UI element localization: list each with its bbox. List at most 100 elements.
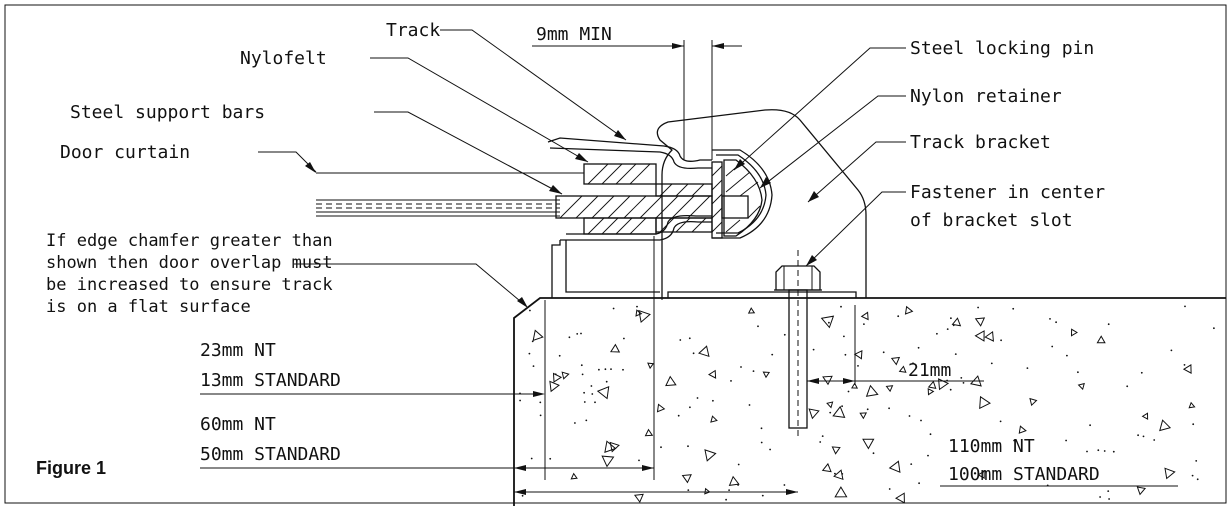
aggregate-stone — [644, 428, 654, 437]
aggregate-speck — [521, 494, 524, 497]
label-track-bracket: Track bracket — [910, 132, 1051, 153]
aggregate-stone — [851, 382, 859, 389]
aggregate-speck — [829, 411, 832, 414]
dim-edge-to-fastener: 21mm — [908, 360, 951, 381]
aggregate-speck — [783, 333, 786, 336]
aggregate-speck — [740, 366, 742, 368]
aggregate-speck — [1012, 307, 1015, 310]
aggregate-speck — [712, 399, 714, 402]
aggregate-speck — [843, 335, 845, 338]
dim-fastener-standard: 100mm STANDARD — [948, 464, 1100, 485]
aggregate-speck — [730, 380, 732, 382]
aggregate-speck — [1213, 327, 1215, 330]
aggregate-stone — [890, 356, 901, 366]
aggregate-speck — [1055, 321, 1057, 324]
aggregate-speck — [605, 380, 608, 383]
aggregate-speck — [610, 368, 612, 370]
aggregate-speck — [882, 351, 885, 354]
aggregate-stone — [596, 386, 610, 400]
aggregate-stone — [552, 372, 563, 383]
aggregate-stone — [865, 384, 879, 397]
aggregate-speck — [834, 472, 836, 475]
aggregate-speck — [660, 446, 662, 449]
aggregate-stone — [853, 349, 863, 360]
dim-track-nt: 60mm NT — [200, 414, 276, 435]
aggregate-speck — [847, 390, 850, 393]
aggregate-speck — [844, 353, 847, 356]
aggregate-stone — [862, 438, 875, 450]
aggregate-speck — [927, 454, 929, 457]
aggregate-speck — [952, 324, 955, 327]
aggregate-speck — [769, 448, 771, 451]
aggregate-stone — [647, 362, 655, 370]
aggregate-stone — [601, 455, 615, 468]
aggregate-stone — [728, 475, 740, 487]
aggregate-stone — [974, 330, 985, 342]
aggregate-speck — [1107, 323, 1110, 326]
aggregate-speck — [1153, 439, 1156, 441]
aggregate-speck — [1192, 423, 1195, 426]
fastener — [774, 250, 822, 440]
aggregate-speck — [999, 420, 1002, 423]
aggregate-stone — [808, 408, 820, 420]
nylon-retainer — [723, 159, 763, 237]
steel-locking-pin — [711, 161, 749, 239]
aggregate-stone — [834, 486, 848, 498]
aggregate-speck — [897, 315, 900, 318]
aggregate-speck — [840, 305, 842, 308]
chamfer-note-line1: If edge chamfer greater than — [46, 231, 333, 251]
aggregate-stone — [561, 371, 570, 380]
aggregate-speck — [917, 346, 920, 349]
aggregate-speck — [591, 393, 594, 395]
aggregate-stone — [1018, 425, 1027, 434]
aggregate-stone — [638, 309, 651, 324]
aggregate-speck — [819, 441, 822, 443]
aggregate-stone — [820, 315, 835, 329]
dim-overlap-nt: 23mm NT — [200, 340, 276, 361]
aggregate-speck — [638, 459, 640, 462]
aggregate-stone — [1096, 335, 1106, 344]
aggregate-speck — [1066, 354, 1068, 357]
label-door-curtain: Door curtain — [60, 142, 190, 163]
aggregate-speck — [687, 445, 689, 448]
aggregate-speck — [532, 365, 535, 367]
aggregate-speck — [636, 305, 638, 308]
aggregate-speck — [1107, 490, 1110, 492]
aggregate-speck — [996, 442, 998, 445]
dim-fastener-nt: 110mm NT — [948, 436, 1035, 457]
aggregate-stone — [665, 375, 677, 387]
aggregate-speck — [960, 377, 963, 379]
label-nylon-retainer: Nylon retainer — [910, 86, 1062, 107]
aggregate-stone — [979, 395, 991, 410]
aggregate-speck — [1097, 449, 1100, 452]
aggregate-speck — [1142, 435, 1145, 438]
drawing-frame — [4, 4, 1227, 504]
aggregate-speck — [888, 488, 891, 490]
aggregate-speck — [954, 353, 957, 355]
label-steel-support-bars: Steel support bars — [70, 102, 265, 123]
aggregate-stone — [1159, 419, 1172, 432]
door-curtain — [316, 172, 584, 217]
aggregate-speck — [576, 333, 579, 335]
aggregate-stone — [1164, 467, 1176, 480]
aggregate-speck — [558, 354, 561, 357]
aggregate-stone — [532, 329, 544, 342]
aggregate-stone — [1141, 412, 1149, 420]
aggregate-speck — [554, 373, 557, 376]
aggregate-speck — [737, 484, 739, 486]
aggregate-speck — [1108, 498, 1110, 500]
aggregate-stone — [1182, 364, 1192, 374]
dim-track-standard: 50mm STANDARD — [200, 444, 341, 465]
label-clearance: 9mm MIN — [536, 24, 612, 45]
aggregate-stone — [833, 469, 844, 481]
steel-support-bars — [555, 183, 713, 233]
aggregate-stone — [549, 380, 560, 393]
aggregate-speck — [598, 368, 600, 371]
aggregate-speck — [950, 317, 952, 320]
aggregate-stone — [821, 462, 832, 473]
aggregate-speck — [1089, 424, 1091, 427]
aggregate-speck — [748, 404, 751, 406]
aggregate-speck — [623, 337, 625, 340]
aggregate-speck — [1137, 434, 1139, 437]
